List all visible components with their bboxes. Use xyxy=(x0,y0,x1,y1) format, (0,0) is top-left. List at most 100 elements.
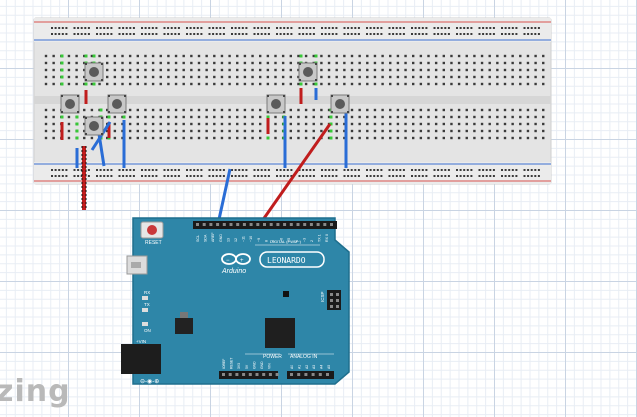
watermark: zing xyxy=(0,374,71,409)
rail-hole xyxy=(444,169,447,171)
push-button[interactable] xyxy=(60,94,80,114)
pin-label: GND xyxy=(260,361,264,369)
rail-hole xyxy=(366,27,368,29)
push-buttons[interactable] xyxy=(60,62,350,136)
rail-hole xyxy=(208,175,211,177)
rail-hole xyxy=(155,175,158,177)
rail-hole xyxy=(447,33,450,35)
pin-label: 13 xyxy=(226,238,230,242)
rail-hole xyxy=(302,33,305,35)
rail-hole xyxy=(186,33,188,35)
rail-hole xyxy=(482,33,485,35)
breadboard-hole xyxy=(389,136,392,140)
breadboard-hole xyxy=(519,122,522,126)
breadboard-hole xyxy=(243,54,247,58)
breadboard-hole xyxy=(465,115,468,119)
dangling-wire[interactable] xyxy=(81,146,87,210)
rail-hole xyxy=(196,27,199,29)
breadboard-hole xyxy=(236,115,239,119)
breadboard-hole xyxy=(480,129,484,133)
rail-hole xyxy=(65,27,68,29)
push-button[interactable] xyxy=(330,94,350,114)
rail-hole xyxy=(527,33,530,35)
breadboard-hole xyxy=(274,115,277,119)
push-button-leg xyxy=(283,95,285,97)
breadboard-hole xyxy=(419,82,423,86)
breadboard-hole xyxy=(503,115,507,119)
voltage-regulator xyxy=(175,318,193,334)
rail-hole xyxy=(144,27,147,29)
rail-hole xyxy=(257,169,260,171)
rail-hole xyxy=(321,33,323,35)
breadboard-hole xyxy=(83,115,86,119)
breadboard-hole xyxy=(457,115,461,119)
rail-hole xyxy=(399,175,402,177)
breadboard-hole xyxy=(136,108,139,112)
rail-hole xyxy=(84,27,87,29)
breadboard-hole xyxy=(358,108,361,112)
push-button-leg xyxy=(315,79,317,81)
breadboard-hole xyxy=(52,68,55,72)
rail-hole xyxy=(215,175,218,177)
breadboard-hole xyxy=(381,68,384,72)
rail-hole xyxy=(264,169,267,171)
rail-hole xyxy=(125,27,128,29)
rail-hole xyxy=(73,175,76,177)
reset-button[interactable] xyxy=(147,225,157,235)
pin-label: GND xyxy=(219,234,223,242)
breadboard-hole xyxy=(44,61,48,65)
rail-hole xyxy=(174,27,177,29)
power-jack[interactable] xyxy=(121,344,161,374)
breadboard-hole xyxy=(44,122,48,126)
rail-hole xyxy=(478,27,481,29)
breadboard-hole xyxy=(220,129,224,133)
breadboard-hole xyxy=(457,54,461,58)
push-button-leg xyxy=(347,95,349,97)
connection-marker xyxy=(60,75,64,79)
rail-hole xyxy=(501,27,503,29)
red-wire-to-arduino-pin[interactable] xyxy=(258,123,332,225)
breadboard-hole xyxy=(151,82,155,86)
rail-hole xyxy=(170,175,173,177)
rail-hole xyxy=(425,175,428,177)
push-button[interactable] xyxy=(266,94,286,114)
breadboard-hole xyxy=(83,129,86,133)
rail-hole xyxy=(324,27,327,29)
breadboard-hole xyxy=(450,122,453,126)
breadboard-hole xyxy=(335,82,338,86)
breadboard-hole xyxy=(289,61,292,65)
rail-hole xyxy=(110,27,113,29)
breadboard-hole xyxy=(266,82,270,86)
rail-hole xyxy=(61,175,64,177)
header-pin xyxy=(326,373,329,376)
breadboard-hole xyxy=(190,75,193,79)
breadboard-hole xyxy=(373,108,377,112)
push-button-leg xyxy=(61,95,63,97)
breadboard-hole xyxy=(136,54,139,58)
rail-hole xyxy=(305,27,308,29)
blue-wire xyxy=(97,133,106,167)
breadboard-hole xyxy=(396,115,400,119)
breadboard-hole xyxy=(327,54,331,58)
breadboard-hole xyxy=(266,54,270,58)
rail-hole xyxy=(433,27,436,29)
breadboard-hole xyxy=(213,82,216,86)
rail-hole xyxy=(354,27,357,29)
breadboard-hole xyxy=(358,122,361,126)
rail-hole xyxy=(347,27,350,29)
push-button[interactable] xyxy=(84,62,104,82)
blue-wire-to-arduino-gnd[interactable] xyxy=(216,168,232,225)
rail-hole xyxy=(167,169,170,171)
rail-hole xyxy=(155,27,158,29)
push-button[interactable] xyxy=(84,116,104,136)
push-button[interactable] xyxy=(298,62,318,82)
rail-hole xyxy=(106,175,109,177)
breadboard-hole xyxy=(343,75,346,79)
push-button[interactable] xyxy=(107,94,127,114)
rail-hole xyxy=(54,169,57,171)
connection-marker xyxy=(266,136,270,140)
breadboard-hole xyxy=(304,129,308,133)
rail-hole xyxy=(309,27,312,29)
